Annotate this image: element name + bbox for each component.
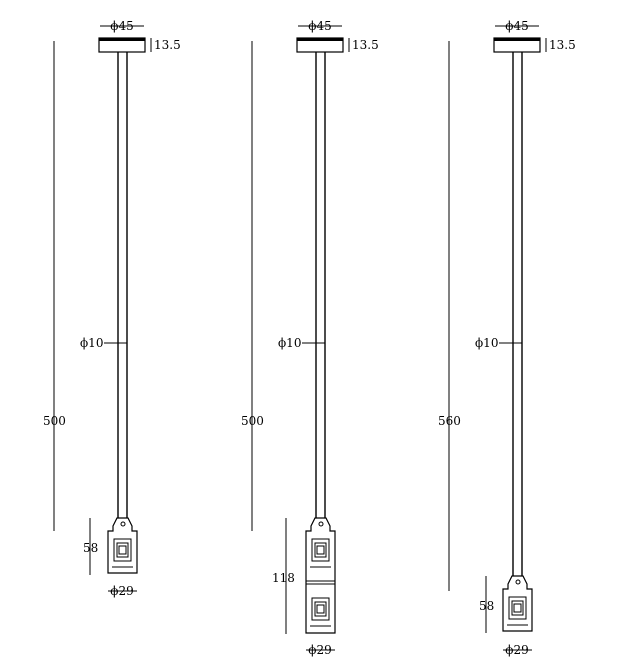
light-head bbox=[502, 575, 533, 632]
pendant-drawing-1: ϕ45 13.5 ϕ10 500 58 ϕ29 bbox=[43, 19, 181, 598]
head-height-label: 118 bbox=[272, 571, 295, 585]
canopy-width-label: ϕ45 bbox=[308, 19, 331, 33]
pendant-drawing-2: ϕ45 13.5 ϕ10 500 118 ϕ29 bbox=[241, 19, 379, 657]
light-head bbox=[107, 517, 138, 574]
total-length-label: 500 bbox=[43, 414, 66, 428]
canopy-top-edge bbox=[494, 38, 540, 41]
rod-diameter-label: ϕ10 bbox=[80, 336, 103, 350]
pendant-drawing-3: ϕ45 13.5 ϕ10 560 58 ϕ29 bbox=[438, 19, 576, 657]
canopy-width-label: ϕ45 bbox=[505, 19, 528, 33]
canopy-width-label: ϕ45 bbox=[110, 19, 133, 33]
canopy-height-label: 13.5 bbox=[549, 38, 576, 52]
rod-diameter-label: ϕ10 bbox=[278, 336, 301, 350]
head-diameter-label: ϕ29 bbox=[505, 643, 528, 657]
head-diameter-label: ϕ29 bbox=[308, 643, 331, 657]
rod-diameter-label: ϕ10 bbox=[475, 336, 498, 350]
canopy-top-edge bbox=[99, 38, 145, 41]
head-height-label: 58 bbox=[479, 599, 494, 613]
total-length-label: 560 bbox=[438, 414, 461, 428]
canopy-height-label: 13.5 bbox=[352, 38, 379, 52]
total-length-label: 500 bbox=[241, 414, 264, 428]
head-height-label: 58 bbox=[83, 541, 98, 555]
canopy-top-edge bbox=[297, 38, 343, 41]
canopy-height-label: 13.5 bbox=[154, 38, 181, 52]
light-head-double bbox=[305, 517, 336, 634]
head-diameter-label: ϕ29 bbox=[110, 584, 133, 598]
